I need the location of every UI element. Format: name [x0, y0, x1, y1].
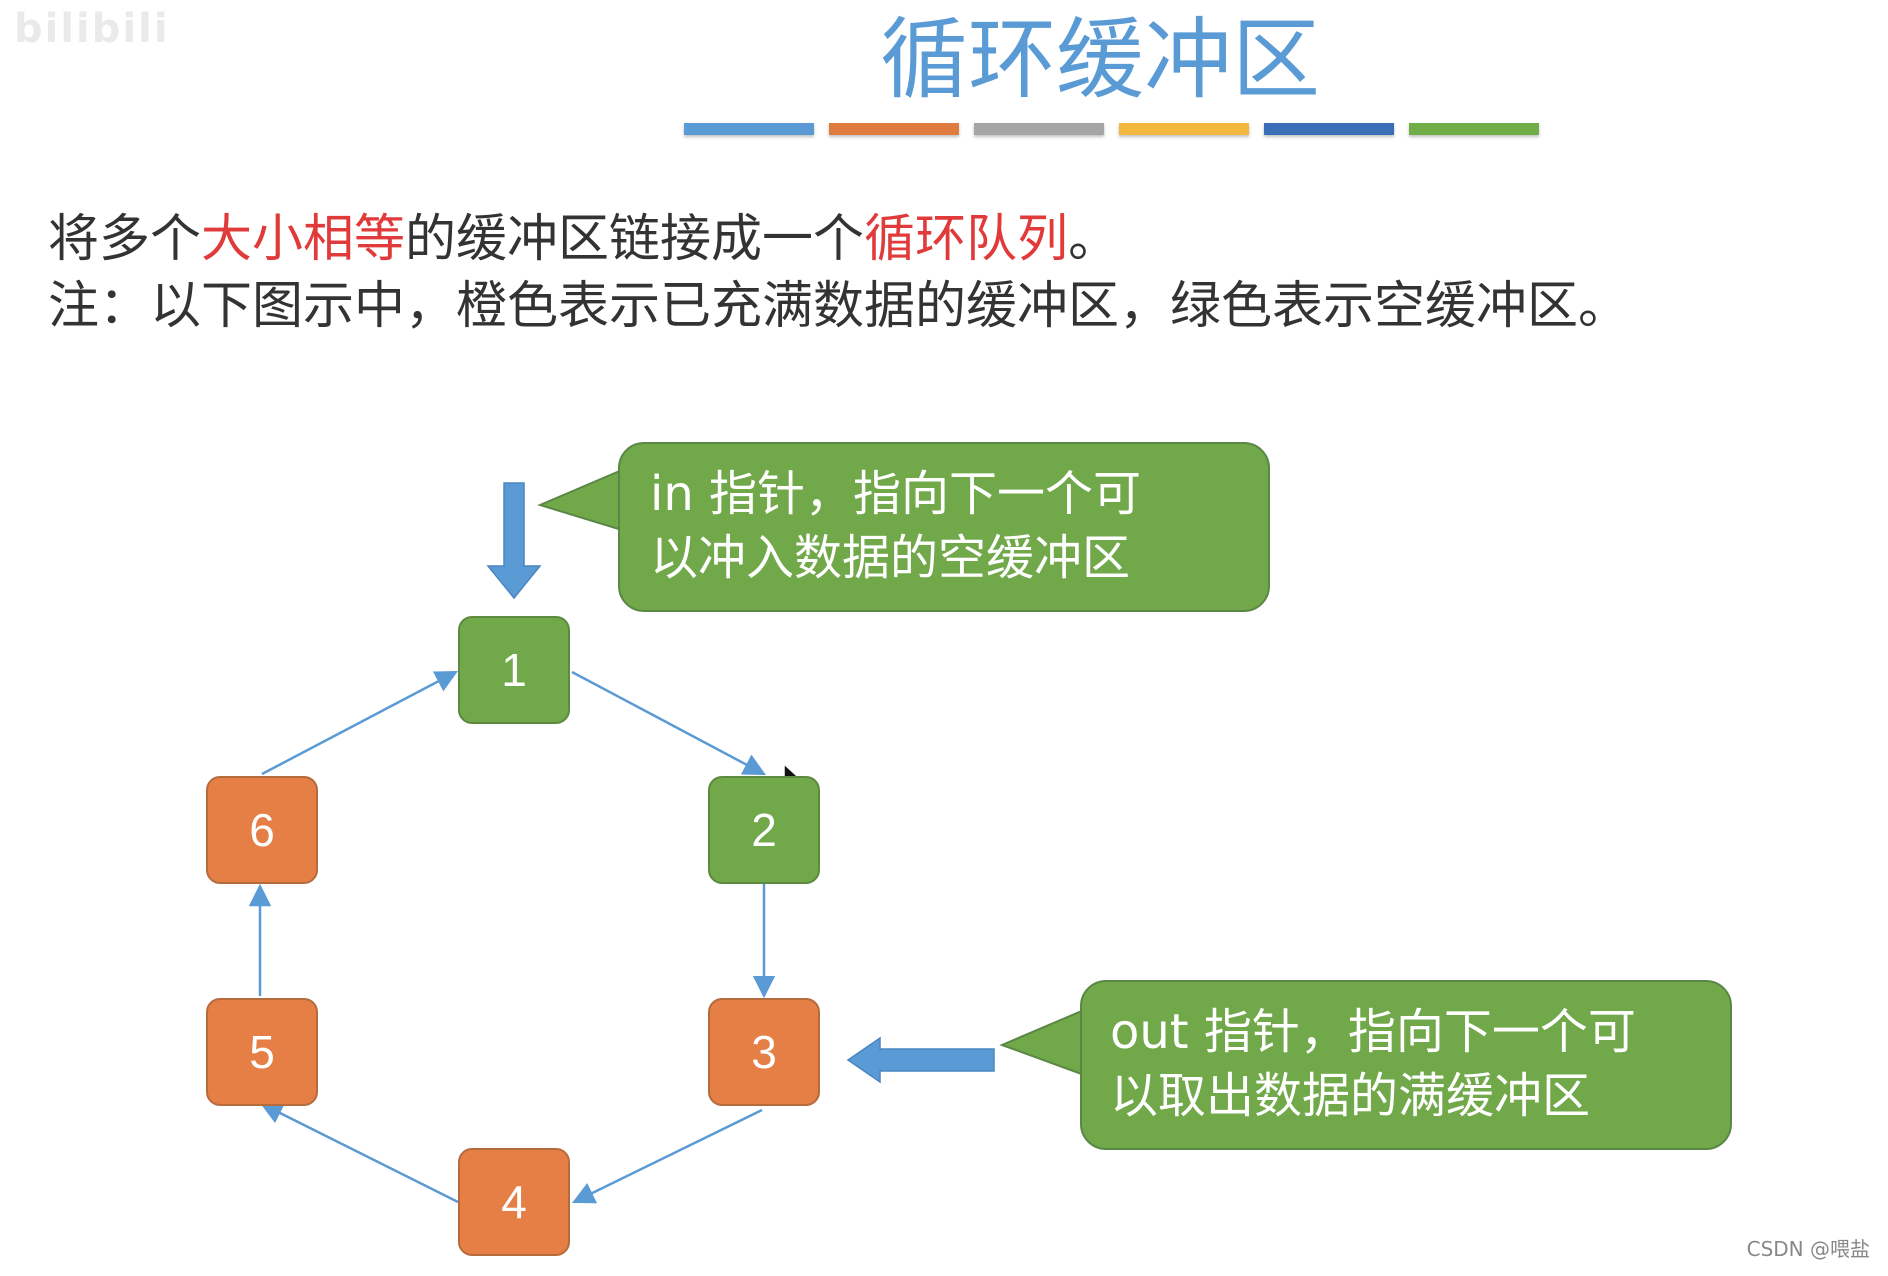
in-callout-tail: [537, 468, 623, 532]
divider-bar: [1409, 123, 1539, 135]
edge-1-to-2: [571, 670, 766, 776]
divider-bar: [829, 123, 959, 135]
csdn-watermark: CSDN @喂盐: [1746, 1237, 1870, 1261]
buffer-node-2: 2: [708, 776, 820, 884]
description-line-1: 将多个大小相等的缓冲区链接成一个循环队列。: [48, 207, 1848, 273]
desc-text: 将多个: [48, 210, 202, 269]
out-callout-tail: [999, 1008, 1085, 1077]
edge-6-to-1: [261, 670, 458, 776]
buffer-node-5: 5: [206, 998, 318, 1106]
buffer-label: 5: [249, 1026, 275, 1078]
desc-text: 的缓冲区链接成一个: [405, 210, 865, 269]
buffer-label: 3: [751, 1026, 777, 1078]
title-divider: [684, 123, 1544, 135]
in-callout-line-1: in 指针，指向下一个可: [650, 466, 1142, 522]
bilibili-logo: bilibili: [14, 6, 170, 52]
in-pointer-arrow: [486, 482, 542, 600]
highlight-equal-size: 大小相等: [201, 210, 406, 269]
out-pointer-arrow: [846, 1036, 995, 1084]
highlight-circular-queue: 循环队列: [864, 210, 1069, 269]
buffer-label: 1: [501, 644, 527, 696]
buffer-label: 4: [501, 1176, 527, 1228]
divider-bar: [1119, 123, 1249, 135]
buffer-node-6: 6: [206, 776, 318, 884]
divider-bar: [1264, 123, 1394, 135]
buffer-label: 2: [751, 804, 777, 856]
edge-4-to-5: [259, 1102, 459, 1204]
desc-text: 。: [1068, 210, 1120, 269]
description-line-2: 注：以下图示中，橙色表示已充满数据的缓冲区，绿色表示空缓冲区。: [48, 277, 1630, 336]
out-pointer-callout: out 指针，指向下一个可 以取出数据的满缓冲区: [1080, 980, 1732, 1150]
buffer-node-4: 4: [458, 1148, 570, 1256]
buffer-label: 6: [249, 804, 275, 856]
page-title: 循环缓冲区: [879, 8, 1320, 111]
out-callout-line-2: 以取出数据的满缓冲区: [1110, 1068, 1591, 1124]
in-pointer-callout: in 指针，指向下一个可 以冲入数据的空缓冲区: [618, 442, 1270, 612]
divider-bar: [974, 123, 1104, 135]
buffer-node-3: 3: [708, 998, 820, 1106]
out-callout-line-1: out 指针，指向下一个可: [1110, 1004, 1636, 1060]
buffer-node-1: 1: [458, 616, 570, 724]
in-callout-line-2: 以冲入数据的空缓冲区: [650, 530, 1131, 586]
divider-bar: [684, 123, 814, 135]
edge-3-to-4: [571, 1108, 763, 1204]
